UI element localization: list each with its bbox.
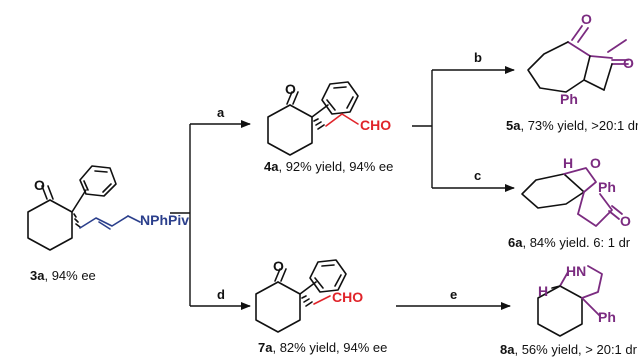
atom-oxygen: O	[581, 11, 592, 27]
structure-3a	[27, 165, 141, 251]
compound-8a: HN H Ph 8a, 56% yield, > 20:1 dr	[500, 263, 638, 357]
compound-5a: O O Ph 5a, 73% yield, >20:1 dr	[506, 11, 638, 133]
caption-5a: 5a, 73% yield, >20:1 dr	[506, 118, 638, 133]
step-label-b: b	[474, 50, 482, 65]
compound-id: 6a	[508, 235, 523, 250]
compound-note: , 56% yield, > 20:1 dr	[514, 342, 637, 357]
caption-4a: 4a, 92% yield, 94% ee	[264, 159, 393, 174]
step-label-d: d	[217, 287, 225, 302]
step-label-e: e	[450, 287, 457, 302]
structure-6a	[521, 167, 623, 227]
compound-4a: O CHO 4a, 92% yield, 94% ee	[264, 81, 393, 174]
arrow-e-group: e	[396, 287, 511, 310]
compound-7a: O CHO 7a, 82% yield, 94% ee	[255, 258, 387, 355]
compound-id: 5a	[506, 118, 521, 133]
caption-3a: 3a, 94% ee	[30, 268, 96, 283]
atom-oxygen: O	[34, 177, 45, 193]
caption-7a: 7a, 82% yield, 94% ee	[258, 340, 387, 355]
caption-6a: 6a, 84% yield. 6: 1 dr	[508, 235, 631, 250]
structure-4a	[267, 81, 359, 156]
atom-oxygen: O	[273, 258, 284, 274]
atom-h: H	[563, 155, 573, 171]
structure-5a	[527, 25, 629, 93]
compound-note: , 94% ee	[44, 268, 95, 283]
compound-id: 4a	[264, 159, 279, 174]
compound-note: , 73% yield, >20:1 dr	[520, 118, 638, 133]
group-ph: Ph	[598, 179, 616, 195]
atom-nh: HN	[566, 263, 586, 279]
structure-7a	[255, 259, 347, 333]
compound-6a: H O Ph O 6a, 84% yield. 6: 1 dr	[508, 155, 631, 250]
branch-lines: a d	[170, 105, 251, 310]
compound-id: 7a	[258, 340, 273, 355]
step-label-a: a	[217, 105, 225, 120]
compound-3a: O NPhPiv 3a, 94% ee	[27, 165, 189, 283]
group-ph: Ph	[560, 91, 578, 107]
atom-h: H	[538, 283, 548, 299]
compound-note: , 92% yield, 94% ee	[278, 159, 393, 174]
group-nphpiv: NPhPiv	[140, 212, 189, 228]
atom-oxygen: O	[285, 81, 296, 97]
group-cho: CHO	[332, 289, 363, 305]
step-label-c: c	[474, 168, 481, 183]
branch-lines-4a: b c	[412, 50, 515, 192]
atom-oxygen: O	[590, 155, 601, 171]
structure-8a	[537, 265, 603, 337]
atom-oxygen: O	[623, 55, 634, 71]
atom-oxygen: O	[620, 213, 631, 229]
compound-id: 3a	[30, 268, 45, 283]
caption-8a: 8a, 56% yield, > 20:1 dr	[500, 342, 638, 357]
compound-note: , 84% yield. 6: 1 dr	[522, 235, 630, 250]
group-ph: Ph	[598, 309, 616, 325]
compound-id: 8a	[500, 342, 515, 357]
compound-note: , 82% yield, 94% ee	[272, 340, 387, 355]
group-cho: CHO	[360, 117, 391, 133]
